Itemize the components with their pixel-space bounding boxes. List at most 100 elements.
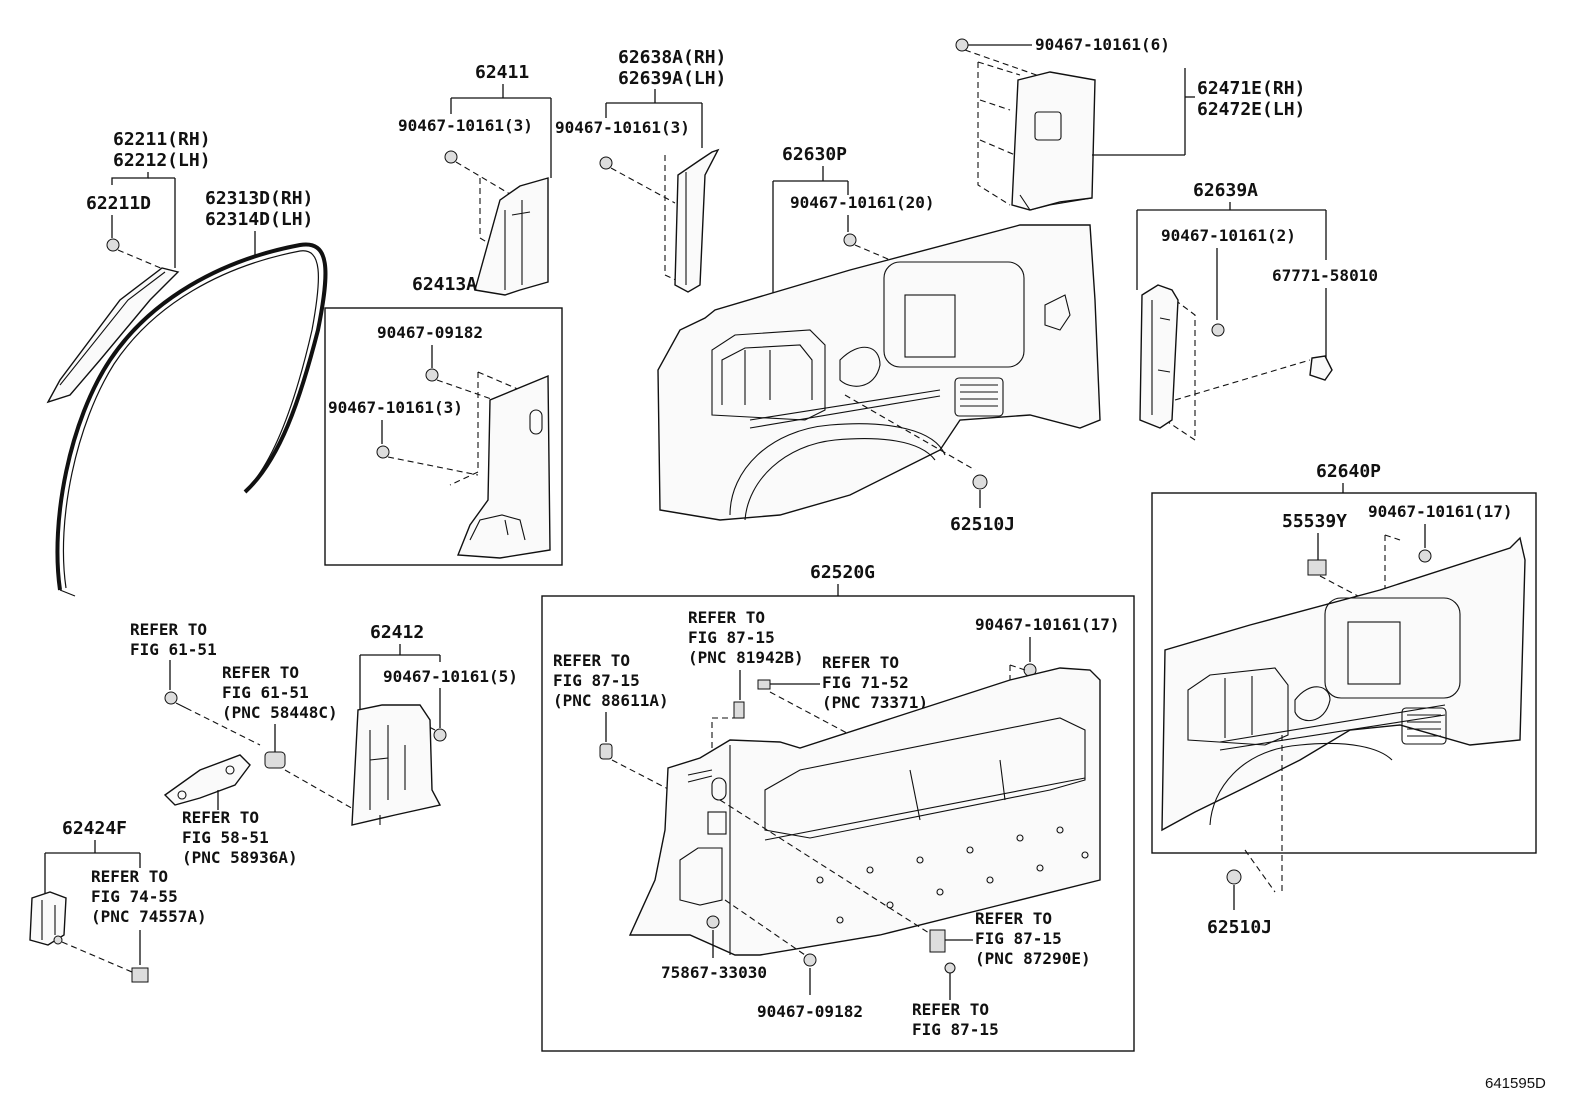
group-62630P: 62630P 90467-10161(20) 62510J	[657, 144, 1101, 535]
refer-73371-line2: FIG 71-52	[822, 673, 909, 692]
label-75867: 75867-33030	[661, 963, 767, 982]
group-62520G: 62520G REFER TO FIG 87-15 (PNC 88611A) R…	[541, 562, 1135, 1052]
label-62472E: 62472E(LH)	[1197, 99, 1305, 120]
panel-62412	[351, 704, 442, 826]
pillar-62638A	[674, 148, 720, 293]
label-62520G: 62520G	[810, 562, 875, 583]
clip-62510J-a	[972, 474, 988, 490]
refer-81942B-line1: REFER TO	[688, 608, 765, 627]
panel-holes	[816, 826, 1089, 924]
clip-bottom	[803, 953, 817, 967]
part-62424F	[29, 891, 67, 946]
label-62510J-b: 62510J	[1207, 917, 1272, 938]
label-62639A-clip: 90467-10161(2)	[1161, 226, 1296, 245]
label-62640P-clip: 90467-10161(17)	[1368, 502, 1513, 521]
label-62424F: 62424F	[62, 818, 127, 839]
clip-62412	[433, 728, 447, 742]
clip-62639A	[1211, 323, 1225, 337]
label-62640P: 62640P	[1316, 461, 1381, 482]
label-62411-clip: 90467-10161(3)	[398, 116, 533, 135]
label-62211D: 62211D	[86, 193, 151, 214]
refer-61-51-b-line2: FIG 61-51	[222, 683, 309, 702]
refer-87290E-line3: (PNC 87290E)	[975, 949, 1091, 968]
refer-58-51-line3: (PNC 58936A)	[182, 848, 298, 867]
refer-88611A-line3: (PNC 88611A)	[553, 691, 669, 710]
label-62413A-clip-b: 90467-10161(3)	[328, 398, 463, 417]
group-62412: 62412 90467-10161(5)	[351, 622, 518, 826]
group-62411: 62411 90467-10161(3)	[398, 62, 552, 296]
label-62412-clip: 90467-10161(5)	[383, 667, 518, 686]
label-62211: 62211(RH)	[113, 129, 211, 150]
nut-58448C	[264, 751, 286, 769]
pillar-garnish-62211	[46, 267, 180, 404]
refer-88611A-line1: REFER TO	[553, 651, 630, 670]
box-62413A	[324, 307, 563, 566]
refer-61-51-a-line2: FIG 61-51	[130, 640, 217, 659]
group-62471E: 90467-10161(6) 62471E(RH) 62472E(LH)	[955, 35, 1305, 211]
refer-88611A-line2: FIG 87-15	[553, 671, 640, 690]
screw-61-51	[164, 691, 178, 705]
label-62520G-clip: 90467-10161(17)	[975, 615, 1120, 634]
refer-87290E-line1: REFER TO	[975, 909, 1052, 928]
refer-87290E-line2: FIG 87-15	[975, 929, 1062, 948]
label-62411: 62411	[475, 62, 529, 83]
refer-87-15-b-line1: REFER TO	[912, 1000, 989, 1019]
label-62314D: 62314D(LH)	[205, 209, 313, 230]
diagram-id: 641595D	[1485, 1075, 1546, 1092]
side-panel-62520G	[628, 667, 1101, 956]
label-bottom-clip: 90467-09182	[757, 1002, 863, 1021]
clip-62211D	[106, 238, 120, 252]
refer-61-51-a-line1: REFER TO	[130, 620, 207, 639]
clip-88611A	[599, 743, 613, 760]
refer-81942B-line3: (PNC 81942B)	[688, 648, 804, 667]
label-62510J-a: 62510J	[950, 514, 1015, 535]
clip-62640P	[1418, 549, 1432, 563]
label-62412: 62412	[370, 622, 424, 643]
label-62639A: 62639A	[1193, 180, 1258, 201]
label-62638A: 62638A(RH)	[618, 47, 726, 68]
label-62413A-clip-a: 90467-09182	[377, 323, 483, 342]
group-62638A: 62638A(RH) 62639A(LH) 90467-10161(3)	[555, 47, 726, 293]
label-62630P-clip: 90467-10161(20)	[790, 193, 935, 212]
clip-top	[955, 38, 969, 52]
group-62639A: 62639A 90467-10161(2) 67771-58010	[1136, 180, 1378, 442]
group-62424F: 62424F REFER TO FIG 74-55 (PNC 74557A)	[29, 818, 207, 983]
clip-62630P	[843, 233, 857, 247]
clip-74557A	[131, 967, 149, 983]
clip-62638A	[599, 156, 613, 170]
label-62413A: 62413A	[412, 274, 477, 295]
label-62638A-clip: 90467-10161(3)	[555, 118, 690, 137]
label-62313D: 62313D(RH)	[205, 188, 313, 209]
refer-74-55-line1: REFER TO	[91, 867, 168, 886]
clip-62413A-a	[425, 368, 439, 382]
part-87290E	[929, 929, 946, 953]
group-62640P: 62640P 55539Y 90467-10161(17) 62510J	[1151, 461, 1537, 938]
clip-62413A-b	[376, 445, 390, 459]
label-62212: 62212(LH)	[113, 150, 211, 171]
quarter-panel-62630P	[657, 224, 1101, 521]
group-62211: 62211(RH) 62212(LH) 62211D 62313D(RH) 62…	[46, 129, 328, 597]
group-62413A: 62413A 90467-09182 90467-10161(3)	[324, 274, 563, 566]
refer-81942B-line2: FIG 87-15	[688, 628, 775, 647]
label-62639A-lh: 62639A(LH)	[618, 68, 726, 89]
quarter-panel-62640P	[1161, 536, 1526, 832]
bracket-58936A	[163, 754, 251, 806]
clip-81942B	[733, 701, 745, 719]
label-62630P: 62630P	[782, 144, 847, 165]
label-top-clip: 90467-10161(6)	[1035, 35, 1170, 54]
clip-62510J-b	[1226, 869, 1242, 885]
clip-73371	[757, 679, 771, 690]
part-75867	[706, 915, 720, 929]
box-62520G	[541, 595, 1135, 1052]
clip-67771	[1309, 355, 1333, 381]
refer-73371-line3: (PNC 73371)	[822, 693, 928, 712]
refer-61-51-b-line1: REFER TO	[222, 663, 299, 682]
label-55539Y: 55539Y	[1282, 511, 1347, 532]
group-refer-left: REFER TO FIG 61-51 REFER TO FIG 61-51 (P…	[130, 620, 356, 867]
refer-73371-line1: REFER TO	[822, 653, 899, 672]
pillar-62639A	[1139, 284, 1179, 429]
refer-58-51-line1: REFER TO	[182, 808, 259, 827]
refer-74-55-line3: (PNC 74557A)	[91, 907, 207, 926]
refer-58-51-line2: FIG 58-51	[182, 828, 269, 847]
